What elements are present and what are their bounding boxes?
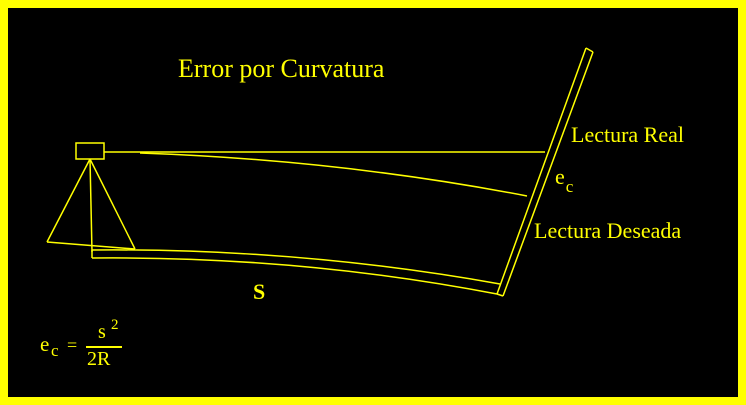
label-distance-s: S bbox=[253, 279, 266, 304]
label-lectura-real: Lectura Real bbox=[571, 122, 684, 147]
formula-numerator: s bbox=[98, 321, 106, 343]
ec-subscript: c bbox=[565, 177, 574, 196]
label-lectura-deseada: Lectura Deseada bbox=[534, 218, 682, 243]
earth-surface-top bbox=[91, 249, 501, 285]
formula-fraction-bar bbox=[86, 346, 122, 348]
tripod-icon bbox=[46, 158, 136, 253]
level-curve bbox=[139, 152, 528, 197]
level-instrument-icon bbox=[75, 142, 105, 160]
formula-denominator: 2R bbox=[87, 348, 111, 370]
formula-equals: = bbox=[67, 335, 78, 355]
formula-numerator-exponent: 2 bbox=[111, 317, 119, 333]
formula-lhs-base: e bbox=[40, 332, 50, 356]
ec-base: e bbox=[555, 164, 565, 189]
formula-lhs-subscript: c bbox=[51, 341, 59, 360]
leveling-rod-icon bbox=[496, 47, 594, 297]
diagram-title: Error por Curvatura bbox=[178, 54, 385, 83]
earth-surface-bottom bbox=[91, 257, 498, 295]
label-ec: ec bbox=[555, 164, 573, 196]
